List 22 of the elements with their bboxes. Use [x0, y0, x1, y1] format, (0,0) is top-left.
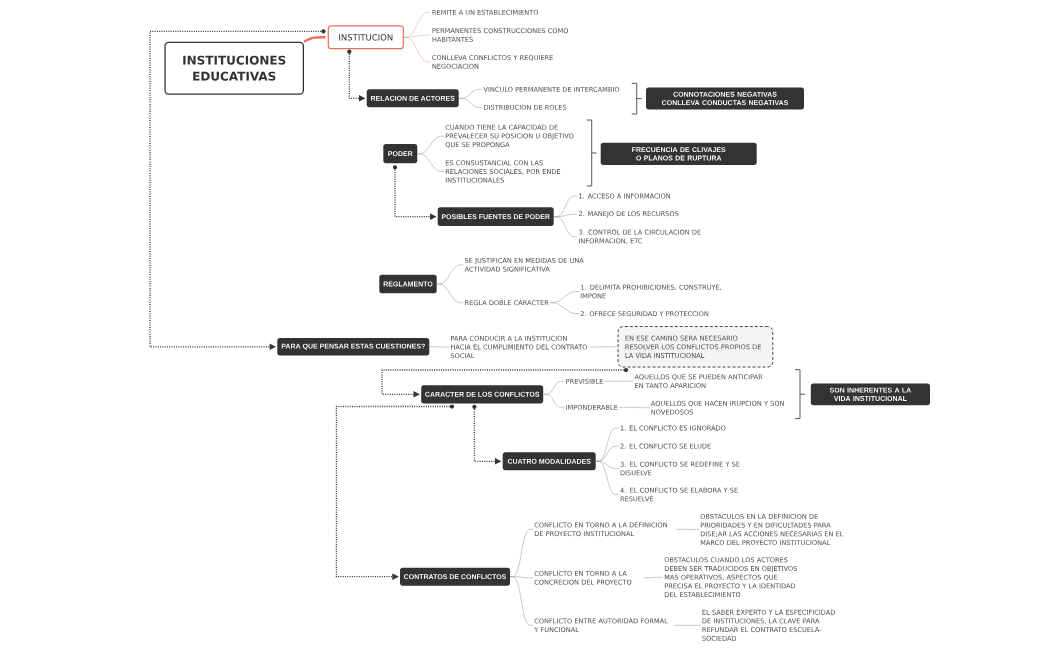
branch-line — [509, 576, 534, 626]
branch-line — [589, 346, 618, 348]
branch-line — [303, 36, 326, 43]
branch-line — [403, 37, 431, 63]
dotted-arrow — [149, 30, 322, 350]
topic-box: INSTITUCION — [327, 25, 404, 50]
branch-line — [618, 407, 650, 408]
branch-line — [436, 283, 464, 303]
branch-line — [549, 302, 580, 314]
branch-line — [458, 98, 483, 108]
branch-line — [604, 380, 634, 382]
dotted-arrow — [381, 369, 625, 398]
dotted-arrow — [335, 405, 451, 580]
branch-line — [543, 394, 565, 408]
branch-line — [675, 529, 700, 530]
branch-line — [595, 461, 620, 495]
branch-line — [553, 216, 578, 238]
branch-line — [429, 346, 450, 348]
central-topic-box: INSTITUCIONES EDUCATIVAS — [164, 41, 304, 95]
branch-line — [674, 625, 701, 626]
branch-line — [417, 153, 445, 172]
branch-line — [643, 576, 664, 579]
